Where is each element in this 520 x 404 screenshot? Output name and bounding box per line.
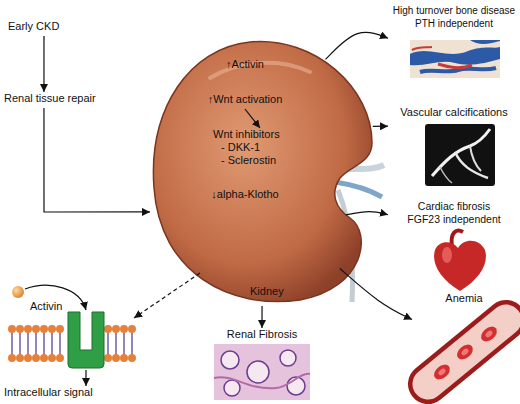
node-text: Vascular calcifications [388,106,520,119]
bone-trabecula [470,40,500,44]
node-text: ↑Wnt activation [190,93,300,106]
kidney-finding: Wnt inhibitors- DKK-1- Sclerostin [213,128,313,170]
red-blood-cell [484,330,493,339]
node-text: Renal Fibrosis [212,328,312,341]
node-text: High turnover bone disease [388,4,520,17]
osteoid-seam [412,47,432,50]
image-background [410,40,500,78]
red-blood-cell [431,362,453,383]
receptor-panel: ActivinIntracellular signal [4,280,134,400]
fibrotic-tissue [214,374,310,388]
node-text: - DKK-1 [221,141,313,154]
arrow-connector [326,32,389,59]
node-text: FGF23 independent [388,213,520,226]
fibrosis-histology-image [214,344,310,400]
membrane-receptor-image [8,285,136,386]
outcome-panel: High turnover bone diseasePTH independen… [388,4,520,80]
outcome-panel: Cardiac fibrosisFGF23 independent [388,200,520,292]
kidney-outline [153,42,372,302]
red-blood-cell [478,324,500,345]
node-text: - Sclerostin [221,154,313,167]
tubule [280,350,296,366]
tubule [247,361,269,383]
vessel-wall [428,320,506,384]
kidney-finding: ↑Wnt activation [190,93,300,109]
kidney-finding: ↓alpha-Klotho [190,188,300,204]
stage-label: Renal tissue repair [4,92,124,108]
node-text: Anemia [412,292,516,305]
heart-image [434,231,486,291]
osteoid-seam [438,64,472,68]
activin-ligand [12,286,24,298]
node-text: Intracellular signal [4,386,134,399]
arrow-connector [373,126,388,127]
kidney-organ: Kidney ↑Activin ↑Wnt activationWnt inhibit… [150,38,375,306]
tubule [224,380,240,396]
red-blood-cell [454,342,476,363]
outcome-panel: Vascular calcifications [388,106,520,190]
blood-vessel-image [428,320,506,384]
arrow-connector [340,268,412,319]
kidney-finding: ↑Activin [190,58,300,74]
calcified-vessel [440,167,452,183]
red-blood-cell [437,368,446,377]
image-background [425,124,495,186]
stage-label: Early CKD [8,20,88,36]
heart-highlight [442,247,452,263]
red-blood-cell [460,348,469,357]
receptor-shape [68,312,104,368]
signal-arrow [85,370,86,386]
arrow-connector [346,212,388,215]
vessel-lumen [428,320,506,384]
tubule [221,351,239,369]
node-text: Early CKD [8,20,88,33]
calcified-vessel [470,146,481,171]
node-text: Kidney [250,285,310,298]
outcome-panel: Anemia [412,292,516,398]
node-text: Activin [30,300,80,313]
node-text: ↓alpha-Klotho [190,188,300,201]
arrow-connector [43,36,44,92]
node-text: Wnt inhibitors [213,128,313,141]
arrow-connector [245,109,260,128]
arrow-connector [261,306,262,328]
node-text: ↑Activin [190,58,300,71]
outcome-panel: Renal Fibrosis [212,328,312,400]
node-text: Cardiac fibrosis [388,200,520,213]
heart-shape [434,241,486,291]
bone-trabecula [410,47,500,65]
arrow-connector [134,273,200,318]
bone-histology-image [410,40,500,78]
vascular-ct-image [425,124,495,186]
aorta [452,231,463,246]
node-text: PTH independent [388,17,520,30]
arrow-connector [44,108,150,212]
node-text: Renal tissue repair [4,92,124,105]
image-background [214,344,310,400]
kidney-shape [150,38,375,306]
